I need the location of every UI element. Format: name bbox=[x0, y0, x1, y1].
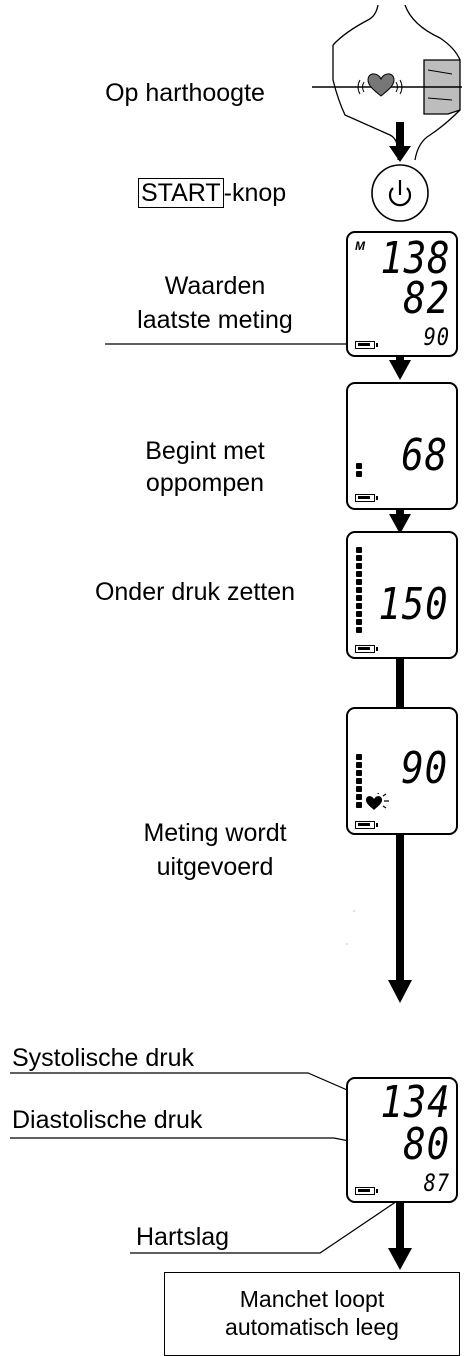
diastolic-leader bbox=[10, 1137, 385, 1149]
start-word: START bbox=[138, 178, 224, 208]
result-diastolic-value: 80 bbox=[403, 1119, 450, 1170]
result-systolic-value: 134 bbox=[379, 1077, 450, 1128]
body-outline-right bbox=[404, 4, 461, 61]
body-outline bbox=[332, 4, 379, 46]
pulse-label: Hartslag bbox=[136, 1223, 230, 1251]
lcd-memory-display: M 138 82 90 bbox=[346, 231, 458, 357]
battery-icon bbox=[355, 1187, 378, 1195]
result-pulse-value: 87 bbox=[423, 1169, 450, 1197]
diastolic-label: Diastolische druk bbox=[12, 1106, 203, 1134]
measuring-value: 90 bbox=[401, 743, 448, 794]
memory-diastolic-value: 82 bbox=[403, 273, 450, 324]
deflate-label-1: Manchet loopt bbox=[239, 1286, 385, 1312]
inflate-label-1: Begint met bbox=[145, 437, 265, 465]
battery-icon bbox=[355, 494, 378, 502]
pulse-leader bbox=[130, 1190, 413, 1254]
memory-pulse-value: 90 bbox=[423, 323, 450, 351]
memory-systolic-value: 138 bbox=[379, 233, 450, 284]
pressurize-label: Onder druk zetten bbox=[94, 578, 296, 606]
arm-outline bbox=[332, 45, 399, 161]
deflate-box: Manchet loopt automatisch leeg bbox=[164, 1272, 460, 1356]
lcd-result-display: 134 80 87 bbox=[346, 1077, 458, 1203]
battery-icon bbox=[355, 821, 378, 829]
systolic-leader bbox=[10, 1072, 385, 1107]
heart-icon bbox=[357, 73, 403, 97]
heart-height-label: Op harthoogte bbox=[105, 79, 265, 107]
lcd-measuring-display: 90 bbox=[346, 707, 458, 835]
inflating-value: 68 bbox=[401, 430, 448, 481]
deflate-label-2: automatisch leeg bbox=[225, 1314, 399, 1340]
pulse-heart-icon bbox=[366, 793, 389, 810]
start-suffix: -knop bbox=[223, 179, 287, 207]
start-button-label: START-knop bbox=[138, 178, 286, 208]
lcd-inflating-display: 68 bbox=[346, 382, 458, 510]
measuring-label-2: uitgevoerd bbox=[156, 853, 274, 881]
inflate-label-2: oppompen bbox=[145, 469, 265, 497]
pressure-bar-icon bbox=[356, 754, 362, 810]
memory-indicator: M bbox=[355, 239, 365, 253]
last-values-label-2: laatste meting bbox=[137, 306, 293, 334]
measuring-label-1: Meting wordt bbox=[143, 819, 287, 847]
battery-icon bbox=[355, 341, 378, 349]
power-icon bbox=[388, 180, 412, 207]
pressurizing-value: 150 bbox=[377, 579, 448, 630]
lcd-pressurizing-display: 150 bbox=[346, 531, 458, 659]
last-values-label-1: Waarden bbox=[164, 272, 266, 300]
pressure-bar-icon bbox=[356, 463, 362, 479]
arm-outline-2 bbox=[414, 109, 461, 161]
pressure-bar-icon bbox=[356, 547, 362, 635]
systolic-label: Systolische druk bbox=[12, 1044, 195, 1072]
battery-icon bbox=[355, 645, 378, 653]
